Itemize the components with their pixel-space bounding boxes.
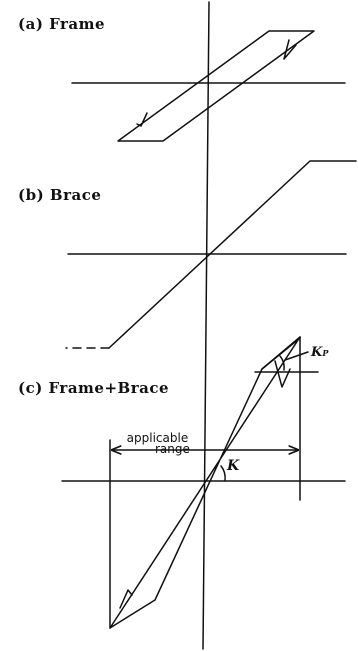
applicable-label-line1: applicable [126,431,189,445]
kp-main-text: K [311,345,323,360]
combined-direction-arrow-top [274,360,291,388]
frame-direction-arrow-top [283,39,297,60]
plastic-stiffness-label: KP [311,345,328,360]
kp-angle-arc [279,355,285,371]
panel-c-label: (c) Frame+Brace [18,379,170,397]
frame-direction-arrow-bottom [136,112,148,127]
kp-segment [261,336,301,370]
stiffness-k-label: K [227,458,240,474]
panel-b-label: (b) Brace [18,186,102,204]
applicable-range-label: applicable range [125,431,190,456]
brace-curve [108,160,357,349]
vertical-axis [202,1,210,650]
frame-hysteresis-loop [117,30,315,142]
k-angle-arc [220,465,226,482]
kp-subscript: P [322,348,329,358]
combined-direction-arrow-bottom [119,589,133,609]
panel-a-label: (a) Frame [18,15,106,33]
applicable-label-line2: range [155,442,190,456]
kp-label-leader [284,351,309,361]
